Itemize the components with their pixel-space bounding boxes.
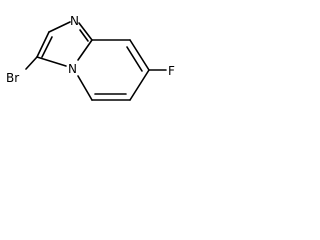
bond-c8a-n4 [77, 39, 93, 61]
bond-c8-c7-double [126, 46, 143, 72]
atom-br-label: Br [6, 71, 19, 85]
bond-c2-n1 [48, 21, 71, 33]
bond-n4-c3 [36, 56, 67, 67]
bond-c3-br [25, 56, 38, 70]
bond-c5-n4 [77, 75, 93, 101]
bond-c3-c2-double [41, 36, 53, 58]
atom-n1-label: N [70, 14, 79, 28]
bond-n1-c8a [78, 22, 93, 41]
molecule-structure: N N Br F [6, 14, 175, 101]
bond-n1-c8a-double [79, 29, 89, 42]
bond-c7-c6 [129, 69, 150, 101]
atom-n4-label: N [68, 62, 77, 76]
bond-c8-c7 [129, 39, 150, 71]
atom-f-label: F [168, 64, 175, 78]
bond-c3-c2 [36, 31, 50, 58]
